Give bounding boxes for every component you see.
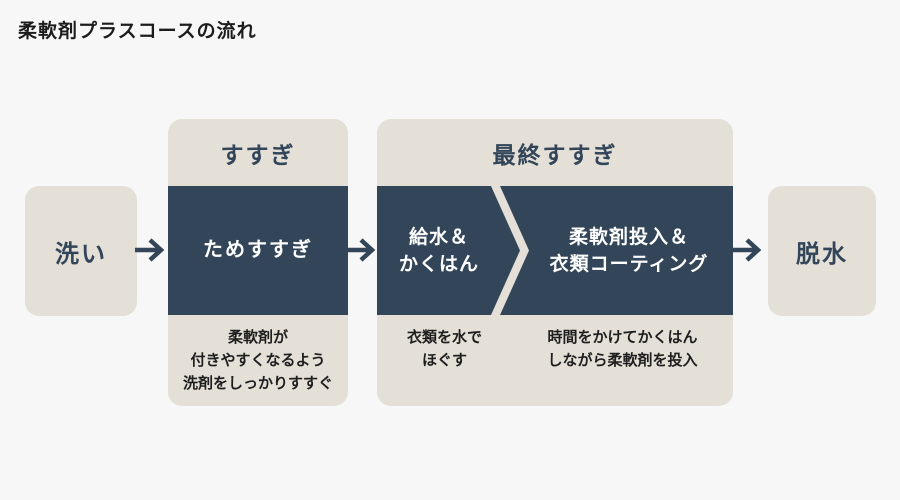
section-final-rinse-header: 最終すすぎ xyxy=(492,141,618,168)
final-rinse-segment-fill xyxy=(377,186,520,315)
final-rinse-coat-note: 時間をかけてかくはん しながら柔軟剤を投入 xyxy=(547,329,698,369)
step-wash: 洗い xyxy=(25,186,137,316)
final-rinse-notes: 衣類を水で ほぐす 時間をかけてかくはん しながら柔軟剤を投入 xyxy=(377,315,733,372)
step-spin: 脱水 xyxy=(768,186,876,316)
final-rinse-fill-label: 給水＆ かくはん xyxy=(398,226,479,275)
final-rinse-fill-note: 衣類を水で ほぐす xyxy=(406,329,482,369)
section-rinse-band: ためすすぎ xyxy=(168,186,348,315)
flow-arrow-icon xyxy=(732,238,762,262)
final-rinse-coat-label: 柔軟剤投入＆ 衣類コーティング xyxy=(549,226,709,275)
final-rinse-segment-coat xyxy=(500,186,733,315)
section-rinse-header: すすぎ xyxy=(220,141,296,168)
step-wash-label: 洗い xyxy=(55,240,107,268)
rinse-note: 柔軟剤が 付きやすくなるよう 洗剤をしっかりすすぐ xyxy=(182,329,333,392)
flow-arrow-icon xyxy=(346,238,376,262)
section-final-rinse-band: 給水＆ かくはん 柔軟剤投入＆ 衣類コーティング xyxy=(377,186,733,315)
flow-arrow-icon xyxy=(135,238,165,262)
rinse-step-label: ためすすぎ xyxy=(203,239,313,261)
section-rinse: すすぎ ためすすぎ 柔軟剤が 付きやすくなるよう 洗剤をしっかりすすぐ xyxy=(168,119,348,406)
page-title: 柔軟剤プラスコースの流れ xyxy=(18,21,257,42)
section-final-rinse: 最終すすぎ 給水＆ かくはん 柔軟剤投入＆ 衣類コーティング 衣類を水で ほぐす… xyxy=(377,119,733,406)
step-spin-label: 脱水 xyxy=(796,240,848,268)
